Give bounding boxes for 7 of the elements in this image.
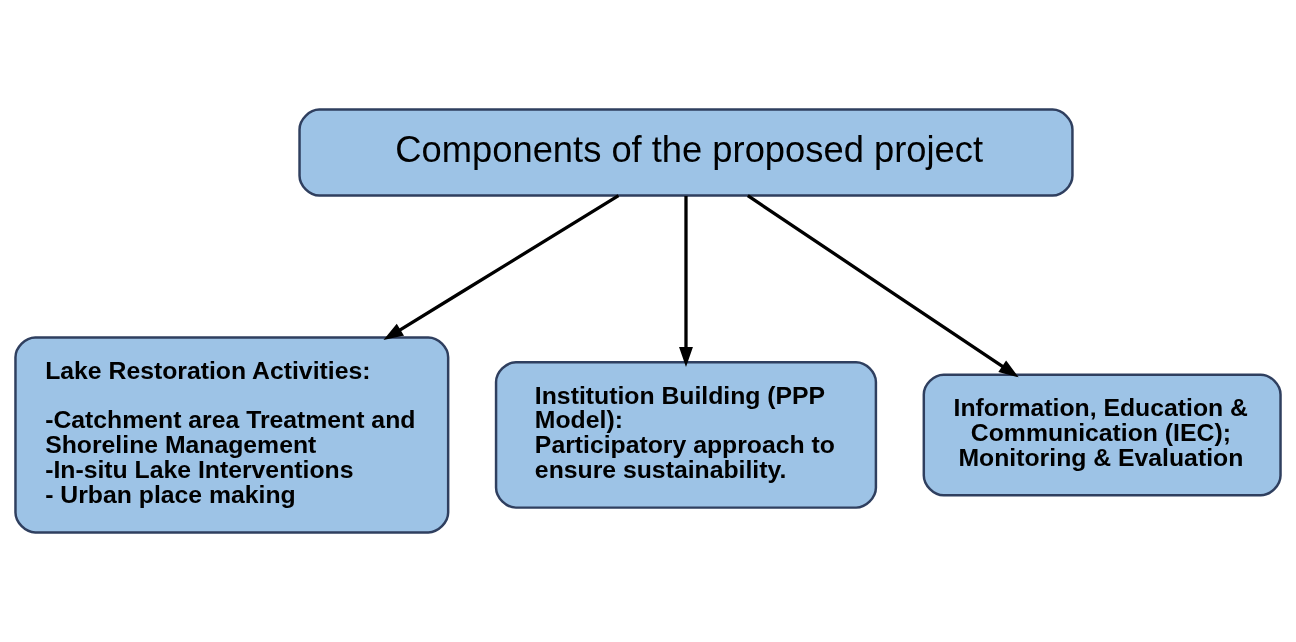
arrow [746, 194, 1019, 378]
node-box: Institution Building (PPP Model): Participatory approach to ensure sustainability. [494, 361, 878, 509]
node-box: Lake Restoration Activities: -Catchment area Treatment and Shoreline Management -In-situ Lake Interventions - Urban place making [14, 336, 450, 534]
arrow [383, 194, 620, 341]
arrow [679, 196, 693, 367]
node-box: Information, Education & Communication (IEC); Monitoring & Evaluation [922, 373, 1282, 497]
node-box: Components of the proposed project [298, 108, 1074, 197]
